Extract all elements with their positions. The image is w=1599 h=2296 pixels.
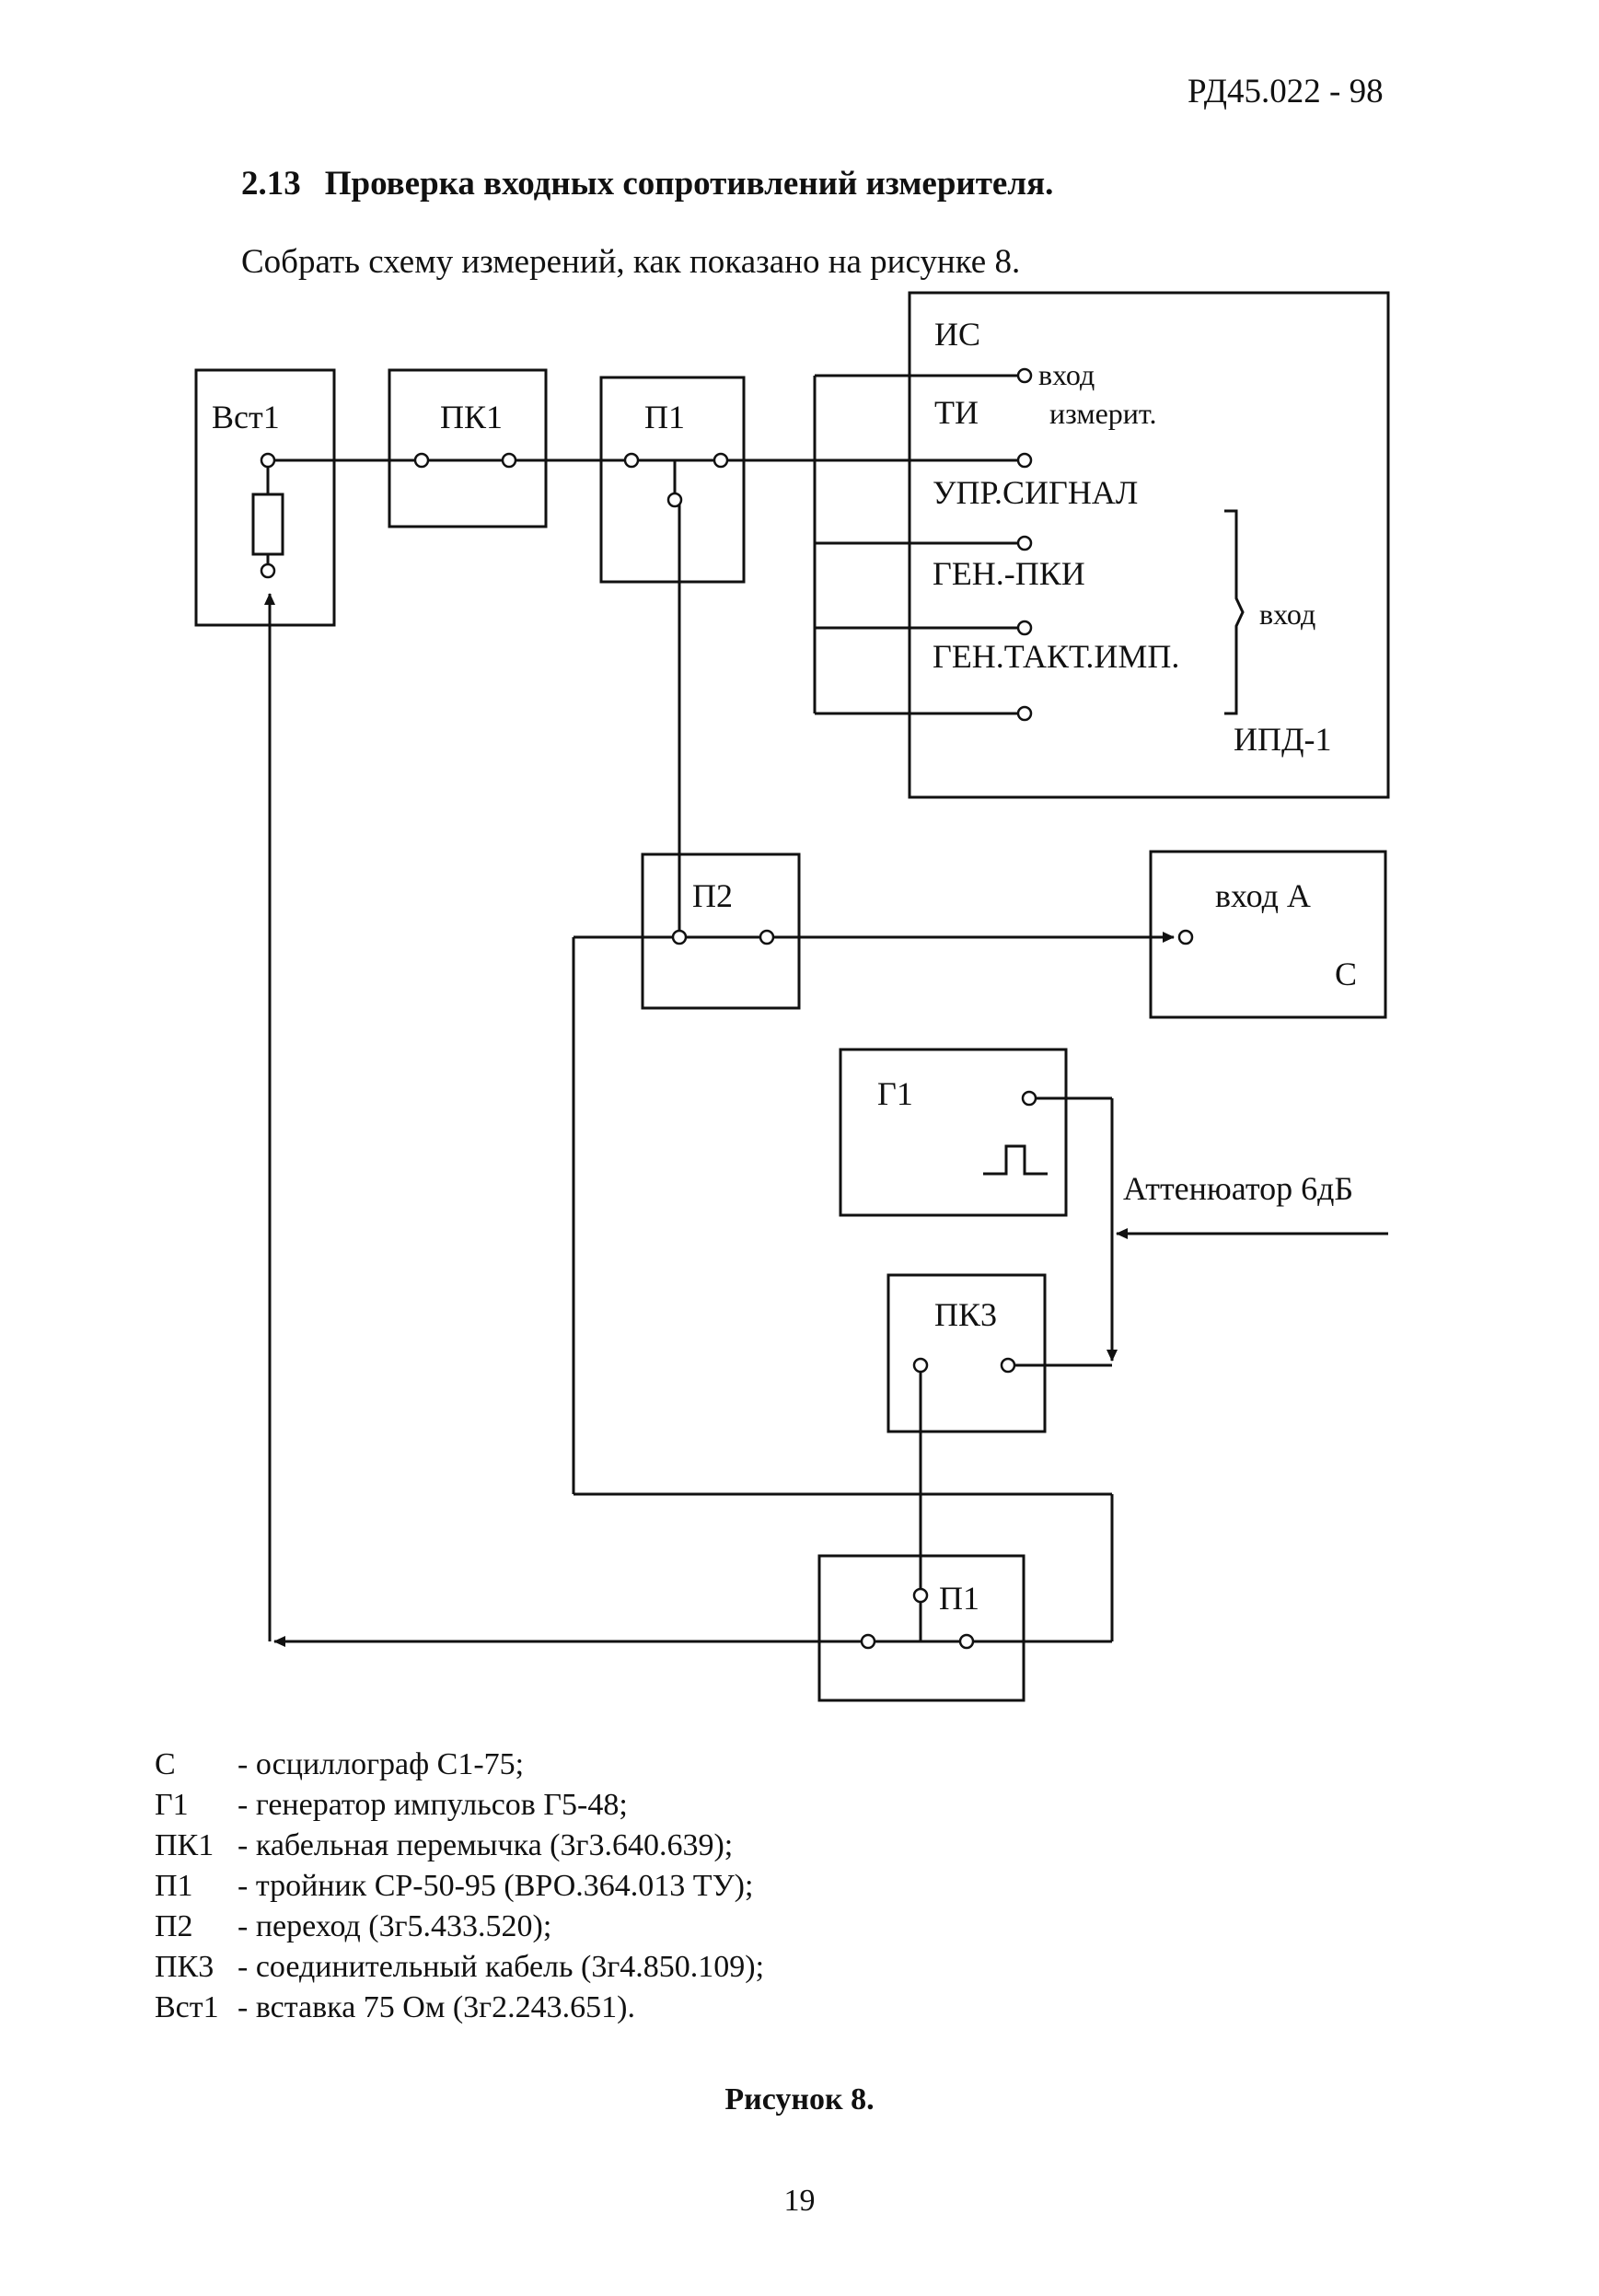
document-code: РД45.022 - 98 bbox=[1188, 73, 1384, 110]
p1-top-label: П1 bbox=[644, 399, 685, 435]
section-number: 2.13 bbox=[241, 165, 301, 203]
upr-signal-label: УПР.СИГНАЛ bbox=[933, 474, 1138, 511]
pk3-label: ПК3 bbox=[934, 1296, 997, 1333]
section-title: Проверка входных сопротивлений измерител… bbox=[324, 165, 1054, 203]
resistor-symbol bbox=[251, 493, 284, 556]
legend-item: П1- тройник СР-50-95 (ВРО.364.013 ТУ); bbox=[155, 1869, 754, 1903]
measurement-circuit-diagram: Вст1 ПК1 П1 ИС вход ТИ измерит. УПР.СИГН… bbox=[194, 291, 1390, 1702]
pk1-label: ПК1 bbox=[440, 399, 503, 435]
gen-takt-label: ГЕН.ТАКТ.ИМП. bbox=[933, 638, 1179, 675]
attenuator-label: Аттенюатор 6дБ bbox=[1123, 1170, 1353, 1207]
is-ipd-box bbox=[908, 291, 1390, 799]
legend-item: П2- переход (3г5.433.520); bbox=[155, 1909, 552, 1943]
ipd-input-label: вход bbox=[1259, 597, 1315, 631]
oscilloscope-label: С bbox=[1335, 956, 1357, 992]
legend-item: С- осциллограф С1-75; bbox=[155, 1747, 525, 1781]
g1-label: Г1 bbox=[877, 1075, 913, 1112]
p1-top-box bbox=[599, 376, 746, 584]
ti-label: ТИ bbox=[934, 394, 979, 431]
legend: С- осциллограф С1-75; Г1- генератор импу… bbox=[155, 1745, 764, 2028]
measurer-label: измерит. bbox=[1049, 397, 1156, 430]
p2-label: П2 bbox=[692, 877, 733, 914]
figure-caption: Рисунок 8. bbox=[724, 2082, 875, 2116]
p1-bottom-label: П1 bbox=[939, 1580, 979, 1617]
is-input-label: вход bbox=[1038, 358, 1095, 391]
p2-box bbox=[641, 852, 801, 1010]
pk3-box bbox=[886, 1273, 1047, 1433]
vst1-box bbox=[194, 368, 336, 627]
ipd-label: ИПД-1 bbox=[1234, 721, 1332, 758]
page-number: 19 bbox=[783, 2184, 816, 2218]
input-a-label: вход А bbox=[1215, 877, 1311, 914]
g1-box bbox=[839, 1048, 1068, 1217]
oscilloscope-box bbox=[1149, 850, 1387, 1019]
pulse-icon bbox=[983, 1144, 1048, 1176]
legend-item: ПК1- кабельная перемычка (3г3.640.639); bbox=[155, 1828, 734, 1862]
vst1-label: Вст1 bbox=[212, 399, 280, 435]
legend-item: Вст1- вставка 75 Ом (3г2.243.651). bbox=[155, 1990, 635, 2024]
is-label: ИС bbox=[934, 316, 980, 353]
gen-pki-label: ГЕН.-ПКИ bbox=[933, 555, 1085, 592]
input-bracket bbox=[1224, 509, 1245, 715]
intro-paragraph: Собрать схему измерений, как показано на… bbox=[241, 243, 1021, 281]
pk1-box bbox=[388, 368, 548, 528]
legend-item: Г1- генератор импульсов Г5-48; bbox=[155, 1788, 628, 1822]
section-heading: 2.13 Проверка входных сопротивлений измер… bbox=[241, 164, 1053, 203]
legend-item: ПК3- соединительный кабель (3г4.850.109)… bbox=[155, 1950, 765, 1984]
